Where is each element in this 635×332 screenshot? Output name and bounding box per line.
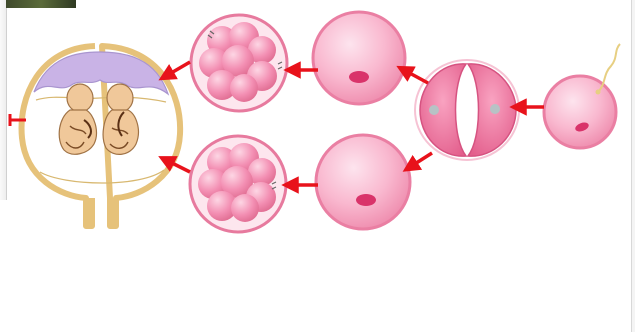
two-cell-division — [415, 60, 519, 160]
fertilized-egg — [544, 44, 620, 148]
nucleus — [349, 71, 369, 83]
morula-lower — [190, 136, 286, 232]
morula-upper — [191, 15, 287, 111]
nucleus — [429, 105, 439, 115]
twin-embryos-in-uterus — [22, 46, 181, 226]
arrow — [410, 153, 432, 167]
nucleus — [490, 104, 500, 114]
arrow — [166, 62, 190, 76]
embryo-right — [103, 84, 138, 154]
nucleus — [356, 194, 376, 206]
arrow — [404, 70, 428, 83]
single-cell-upper — [313, 12, 405, 104]
single-cell-lower — [316, 135, 410, 229]
